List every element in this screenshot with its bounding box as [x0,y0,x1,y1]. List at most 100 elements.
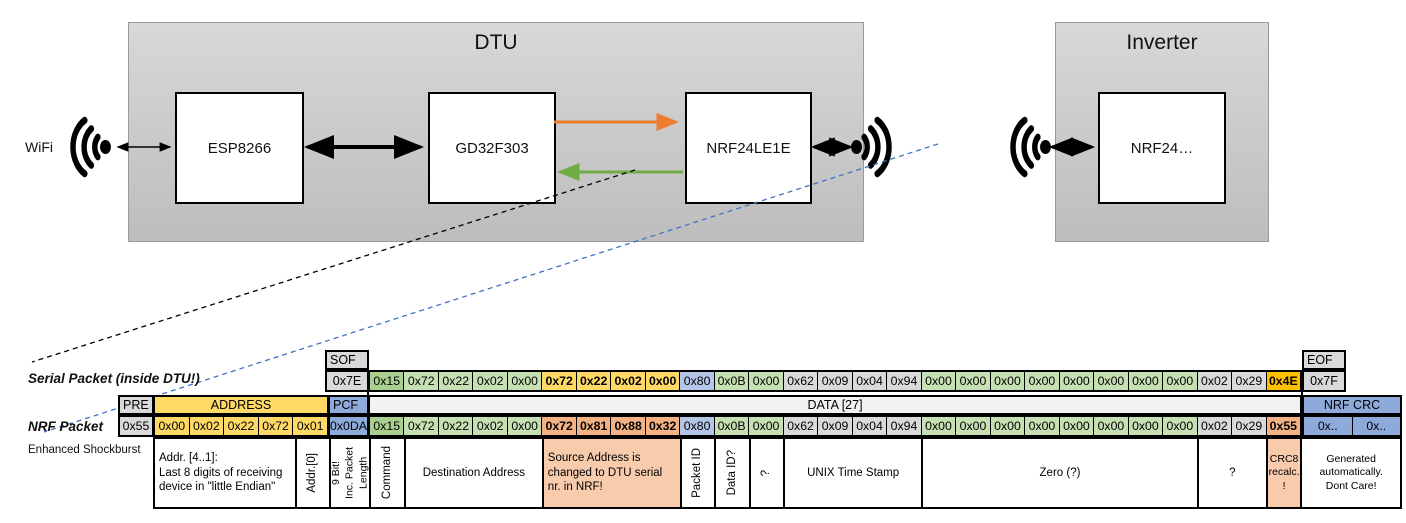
chip-nrf24-inverter: NRF24… [1098,92,1226,204]
byte-cell: 0x00 [955,417,990,435]
byte-cell: 0x00 [1058,372,1094,390]
nrf-packet-label: NRF Packet [28,419,104,434]
annotation-text: Source Address is changed to DTU serial … [547,451,663,494]
byte-cell: 0x02 [1196,372,1232,390]
annotation-text: Packet ID [691,448,704,498]
inverter-title: Inverter [1126,31,1198,54]
annotation-text: Command [381,446,394,500]
byte-cell: 0x29 [1231,417,1266,435]
byte-cell: 0x00 [1024,372,1059,390]
byte-cell: 0x22 [437,417,473,435]
annotation-cell: ? [1196,439,1266,507]
byte-cell: 0x72 [541,417,576,435]
nrf-crc-value-row: 0x..0x.. [1302,415,1402,437]
byte-cell: 0x72 [403,372,438,390]
byte-cell: 0x32 [644,417,680,435]
pre-header: PRE [118,395,154,415]
byte-cell: 0x01 [292,417,327,435]
byte-cell: 0x94 [886,417,921,435]
byte-cell: 0x15 [370,372,404,390]
byte-cell: 0x80 [679,417,714,435]
byte-cell: 0x00 [989,372,1025,390]
byte-cell: 0x.. [1351,417,1400,435]
byte-cell: 0x00 [155,417,189,435]
byte-cell: 0x00 [748,417,783,435]
byte-cell: 0x09 [817,372,852,390]
byte-cell: 0x80 [679,372,714,390]
data-header: DATA [27] [368,395,1302,415]
byte-cell: 0x29 [1231,372,1266,390]
byte-cell: 0x02 [1196,417,1232,435]
annotation-cell: Addr.[0] [294,439,330,507]
wifi-label: WiFi [25,139,53,155]
dtu-title: DTU [474,31,518,54]
byte-cell: 0x04 [851,417,887,435]
serial-packet-label: Serial Packet (inside DTU!) [28,371,200,386]
byte-cell: 0x00 [920,417,956,435]
sof-value: 0x7E [325,370,369,392]
byte-cell: 0x72 [403,417,438,435]
byte-cell: 0x00 [1093,417,1128,435]
annotation-cell: Destination Address [403,439,542,507]
byte-cell: 0x55 [1265,417,1301,435]
annotation-text: CRC8 recalc. ! [1268,452,1300,492]
pre-value-row: 0x55 [118,415,154,437]
chip-esp8266: ESP8266 [175,92,304,204]
annotation-cell: Data ID? [714,439,749,507]
byte-cell: 0x72 [257,417,293,435]
byte-cell: 0x22 [575,372,611,390]
enhanced-shockburst-label: Enhanced Shockburst [28,444,141,456]
byte-cell: 0x00 [920,372,956,390]
wifi-signal-icon [851,116,892,178]
annotation-text: ? [1229,466,1236,479]
byte-cell: 0x62 [782,417,818,435]
sof-header: SOF [325,350,369,370]
byte-cell: 0x22 [437,372,473,390]
byte-cell: 0x00 [989,417,1025,435]
annotation-cell: 9 Bit! Inc. Packet Length [329,439,370,507]
byte-cell: 0x55 [120,417,152,435]
eof-header: EOF [1302,350,1346,370]
address-header: ADDRESS [153,395,329,415]
annotation-cell: ? [748,439,784,507]
byte-cell: 0x00 [1093,372,1128,390]
nrf-crc-header: NRF CRC [1302,395,1402,415]
byte-cell: 0x88 [610,417,645,435]
byte-cell: 0x00 [506,417,542,435]
byte-cell: 0x15 [370,417,404,435]
byte-cell: 0x0DA [330,417,367,435]
annotation-text: Destination Address [422,466,525,479]
annotation-text: Addr.[0] [306,453,319,493]
eof-value: 0x7F [1302,370,1346,392]
annotation-cell: CRC8 recalc. ! [1265,439,1301,507]
byte-cell: 0x00 [1162,372,1197,390]
byte-cell: 0x00 [1024,417,1059,435]
annotation-text: Generated automatically. Dont Care! [1319,452,1383,492]
byte-cell: 0x00 [644,372,680,390]
annotation-cell: Addr. [4..1]: Last 8 digits of receiving… [155,439,295,507]
byte-cell: 0x62 [782,372,818,390]
annotation-cell: Source Address is changed to DTU serial … [541,439,680,507]
inverter-container: Inverter [1055,22,1269,242]
pcf-value-row: 0x0DA [328,415,369,437]
annotation-cell: Generated automatically. Dont Care! [1300,439,1400,507]
annotation-cell: UNIX Time Stamp [783,439,922,507]
byte-cell: 0x02 [610,372,645,390]
annotation-text: ? [760,469,773,477]
byte-cell: 0x72 [541,372,576,390]
byte-cell: 0x00 [1162,417,1197,435]
byte-cell: 0x0B [713,372,749,390]
wifi-signal-icon [70,116,111,178]
byte-cell: 0x0B [713,417,749,435]
annotation-cell: Command [369,439,404,507]
byte-cell: 0x09 [817,417,852,435]
byte-cell: 0x94 [886,372,921,390]
byte-cell: 0x00 [955,372,990,390]
byte-cell: 0x.. [1304,417,1352,435]
byte-cell: 0x00 [506,372,542,390]
chip-gd32f303: GD32F303 [428,92,556,204]
annotation-text: 9 Bit! Inc. Packet Length [329,447,370,499]
annotation-text: UNIX Time Stamp [807,466,900,479]
